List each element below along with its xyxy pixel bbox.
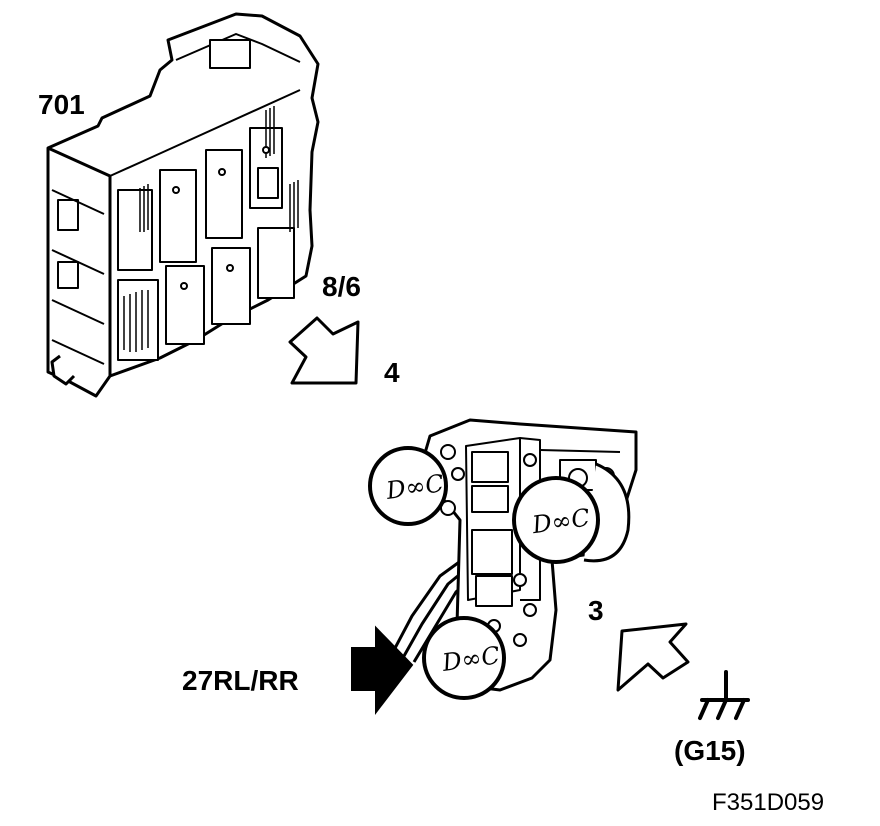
control-unit-701: [46, 12, 320, 398]
connector-label: 8/6: [322, 271, 361, 302]
bulb-upper-left: D∞C: [368, 446, 448, 526]
component-label-701: 701: [38, 89, 85, 120]
arrow-step-3: [616, 622, 690, 692]
wiring-label: 27RL/RR: [182, 665, 299, 696]
step-label-4: 4: [384, 357, 400, 388]
wiring-arrow: [351, 625, 414, 715]
bulb-right: D∞C: [512, 476, 600, 564]
step-label-3: 3: [588, 595, 604, 626]
bulb-lower: D∞C: [422, 616, 506, 700]
arrow-step-4: [288, 316, 360, 385]
figure-code: F351D059: [712, 789, 824, 816]
ground-label: (G15): [674, 735, 746, 766]
ground-icon: [698, 670, 750, 720]
